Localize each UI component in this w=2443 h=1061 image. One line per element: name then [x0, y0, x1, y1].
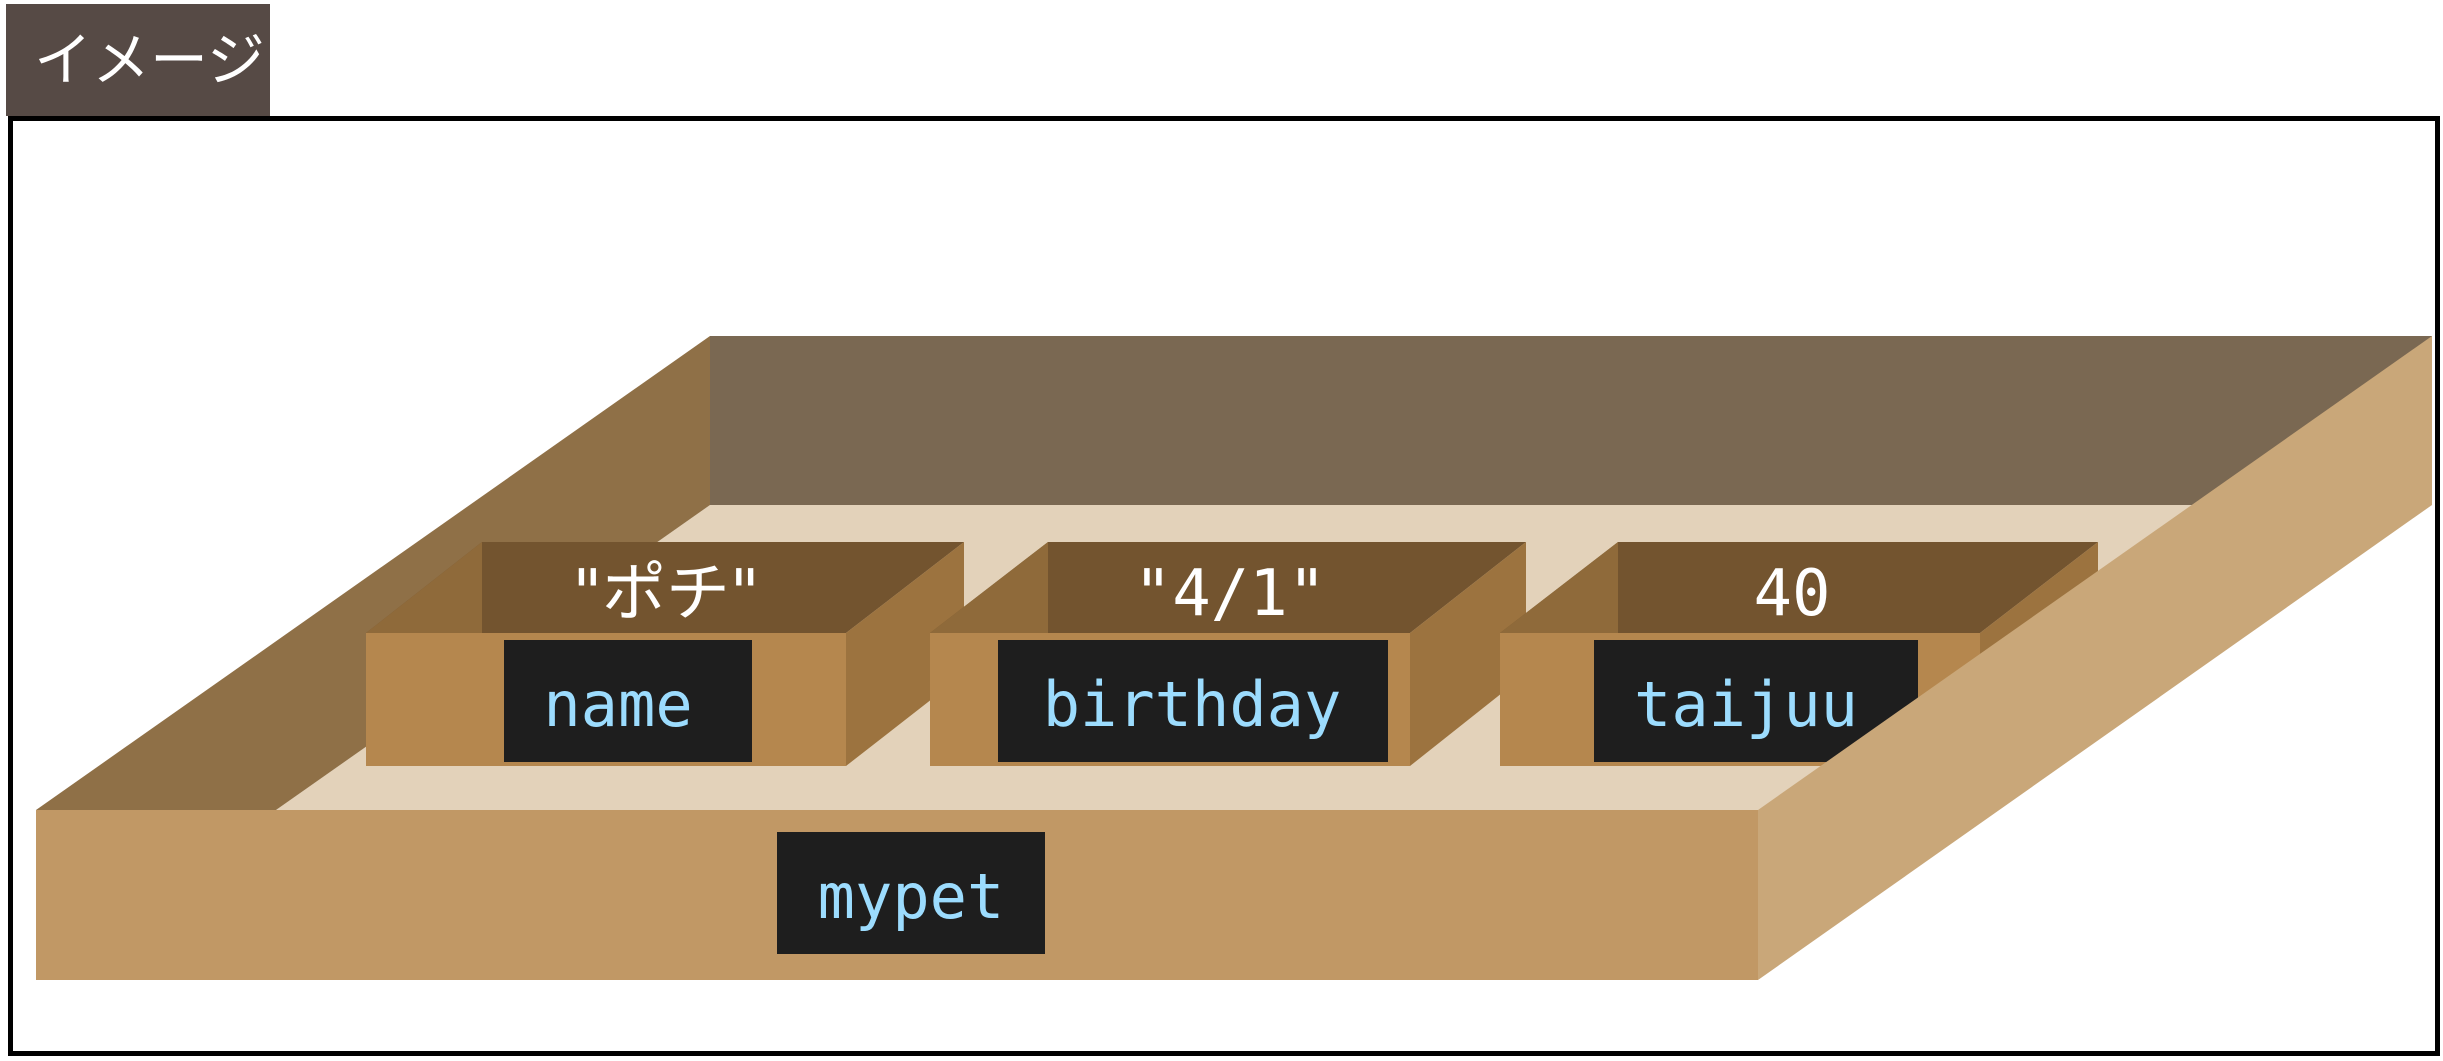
property-box-name: "ポチ" name — [366, 542, 964, 766]
tray-back-wall — [710, 336, 2432, 505]
container-label-bg — [777, 832, 1045, 954]
property-box-birthday: "4/1" birthday — [930, 542, 1526, 766]
tray-right-wall — [1758, 336, 2432, 980]
image-tab-label: イメージ — [34, 26, 265, 94]
box-right-face — [1410, 542, 1526, 766]
property-label: birthday — [1043, 668, 1342, 741]
property-label: taijuu — [1634, 668, 1858, 741]
property-value: "4/1" — [1134, 557, 1327, 631]
image-tab[interactable]: イメージ — [6, 4, 270, 116]
box-top-face — [930, 542, 1526, 633]
box-left-face — [930, 542, 1048, 633]
property-label: name — [543, 668, 692, 741]
box-top-face — [1500, 542, 2098, 633]
box-left-face — [366, 542, 482, 633]
container-label: mypet — [818, 860, 1005, 933]
property-value: 40 — [1753, 557, 1830, 631]
property-label-bg — [504, 640, 752, 762]
box-right-face — [846, 542, 964, 766]
property-value: "ポチ" — [573, 557, 760, 631]
tray-left-wall — [36, 336, 710, 810]
box-top-face — [366, 542, 964, 633]
box-left-face — [1500, 542, 1618, 633]
property-label-bg — [998, 640, 1388, 762]
